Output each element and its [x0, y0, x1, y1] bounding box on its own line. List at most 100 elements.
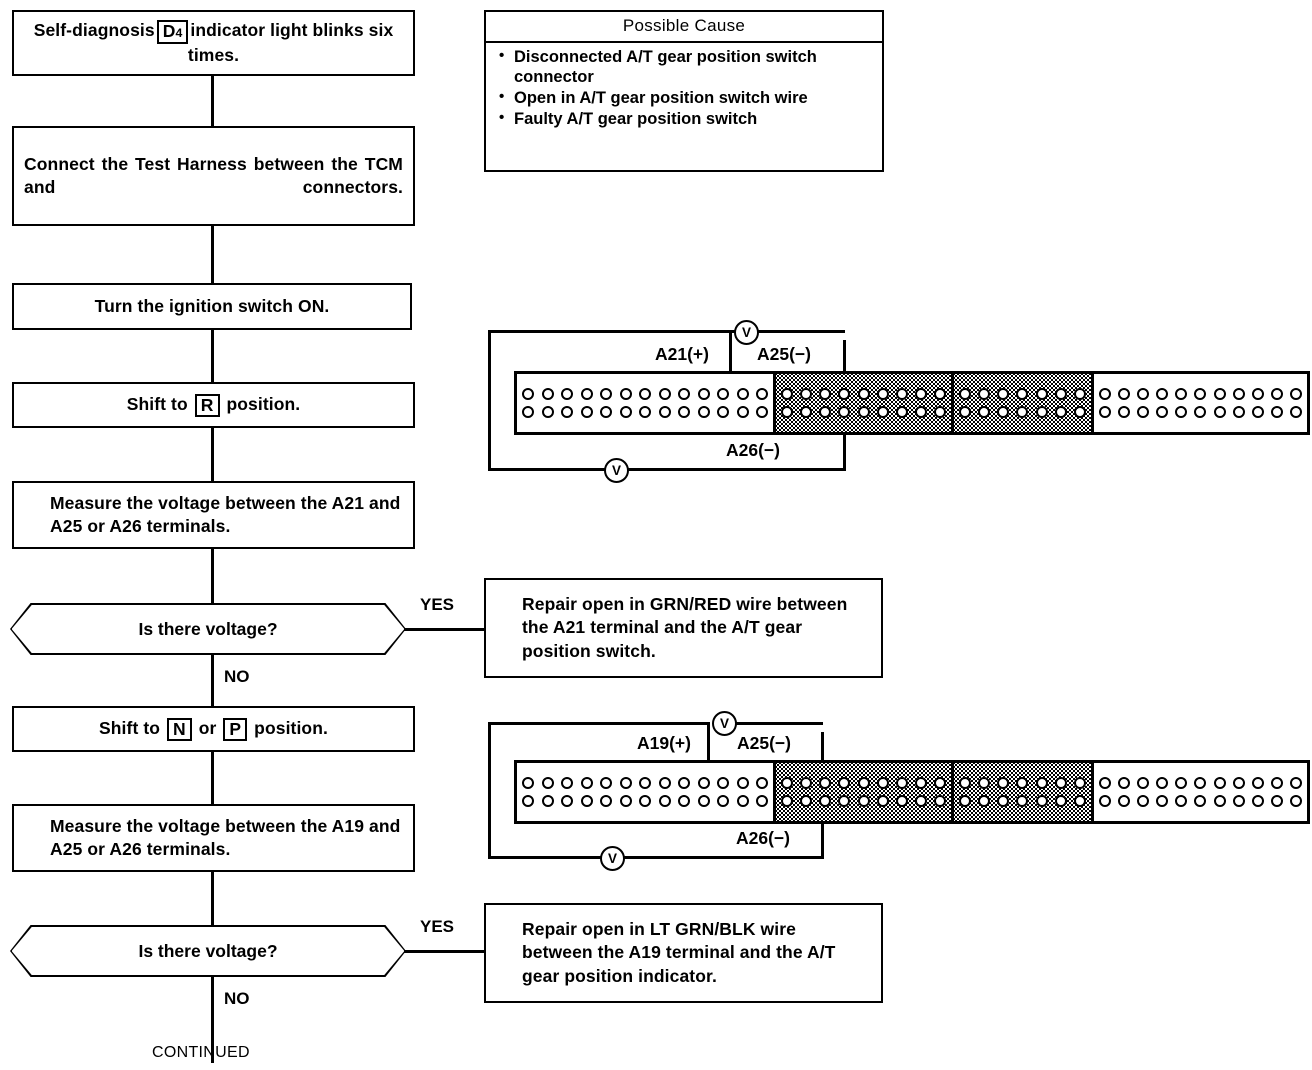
pin — [1118, 777, 1131, 789]
pin — [934, 388, 946, 400]
pin — [876, 388, 889, 400]
pin — [1035, 406, 1048, 418]
pin — [678, 795, 690, 807]
flow-line-shiftr-measure1 — [211, 428, 214, 481]
pin — [619, 795, 632, 807]
pin — [959, 406, 971, 418]
pin — [678, 388, 690, 400]
pin — [1099, 406, 1111, 418]
pin-row — [781, 795, 946, 807]
connector-segment-4 — [1091, 374, 1307, 432]
shift-r-box: Shift to R position. — [12, 382, 415, 428]
start-text-after: indicator light blinks six times. — [187, 20, 394, 65]
pin — [895, 406, 908, 418]
pin — [756, 388, 768, 400]
pin — [717, 777, 729, 789]
pin — [1137, 795, 1150, 807]
pin — [997, 406, 1010, 418]
pin — [1213, 388, 1226, 400]
pin — [857, 777, 870, 789]
pin — [1035, 388, 1048, 400]
pin-row — [959, 795, 1086, 807]
pin — [717, 406, 729, 418]
pin — [1156, 777, 1169, 789]
pin — [1251, 777, 1264, 789]
decision-2-label: Is there voltage? — [138, 940, 278, 961]
pin — [1175, 795, 1188, 807]
connector-segment-3 — [951, 374, 1091, 432]
pin — [1270, 795, 1283, 807]
voltmeter-icon: V — [734, 320, 759, 345]
pin — [600, 388, 612, 400]
pin — [1073, 388, 1086, 400]
pin — [1270, 406, 1283, 418]
pin — [1194, 777, 1207, 789]
pin — [1289, 777, 1302, 789]
conn2-probe-a19 — [707, 724, 710, 770]
pin — [600, 406, 612, 418]
pin — [580, 388, 593, 400]
conn2-wire-left — [488, 722, 491, 859]
pin — [1054, 795, 1067, 807]
pin-row — [1099, 795, 1302, 807]
pin — [934, 777, 946, 789]
pin — [997, 795, 1010, 807]
pin — [697, 777, 710, 789]
connect-harness-text: Connect the Test Harness between the TCM… — [24, 154, 403, 197]
pin — [1016, 406, 1029, 418]
connector-diagram-a19 — [514, 760, 1310, 824]
repair-grn-red-box: Repair open in GRN/RED wire between the … — [484, 578, 883, 678]
pin — [658, 388, 671, 400]
repair-lt-grn-blk-text: Repair open in LT GRN/BLK wire between t… — [522, 919, 836, 986]
pin — [997, 777, 1010, 789]
pin — [895, 388, 908, 400]
pin — [1156, 406, 1169, 418]
pin — [1194, 406, 1207, 418]
terminal-label-a26-negative: A26(−) — [726, 440, 780, 460]
pin-row — [522, 795, 768, 807]
yes-label-1: YES — [420, 595, 455, 614]
pin — [781, 777, 793, 789]
pin — [1016, 795, 1029, 807]
pin — [678, 406, 690, 418]
pin — [717, 795, 729, 807]
pin — [1232, 795, 1245, 807]
pin — [978, 795, 991, 807]
pin — [561, 795, 573, 807]
pin — [561, 388, 573, 400]
voltmeter-icon: V — [712, 711, 737, 736]
possible-cause-title: Possible Cause — [486, 12, 882, 43]
connector-segment-2 — [773, 763, 951, 821]
pin — [619, 406, 632, 418]
pin — [541, 388, 554, 400]
pin — [658, 777, 671, 789]
pin — [914, 406, 927, 418]
pin — [1073, 777, 1086, 789]
pin — [1289, 795, 1302, 807]
pin — [736, 777, 749, 789]
pin — [619, 777, 632, 789]
pin — [914, 795, 927, 807]
start-text-before: Self-diagnosis — [33, 20, 155, 41]
yes-label-2: YES — [420, 917, 455, 936]
shift-np-suffix: position. — [254, 717, 328, 738]
pin — [1073, 406, 1086, 418]
pin — [1054, 777, 1067, 789]
flow-line-connect-ignition — [211, 226, 214, 283]
pin — [541, 795, 554, 807]
conn2-probe-a25 — [821, 732, 824, 770]
repair-lt-grn-blk-box: Repair open in LT GRN/BLK wire between t… — [484, 903, 883, 1003]
pin — [1099, 795, 1111, 807]
pin — [522, 406, 534, 418]
continued-label: CONTINUED — [152, 1044, 250, 1061]
possible-cause-item: Disconnected A/T gear position switch co… — [498, 47, 872, 88]
connector-segment-2 — [773, 374, 951, 432]
pin — [736, 795, 749, 807]
ignition-box: Turn the ignition switch ON. — [12, 283, 412, 330]
possible-cause-list: Disconnected A/T gear position switch co… — [486, 43, 882, 138]
pin — [819, 795, 832, 807]
terminal-label-a26-negative: A26(−) — [736, 828, 790, 848]
pin — [838, 388, 851, 400]
pin — [934, 795, 946, 807]
